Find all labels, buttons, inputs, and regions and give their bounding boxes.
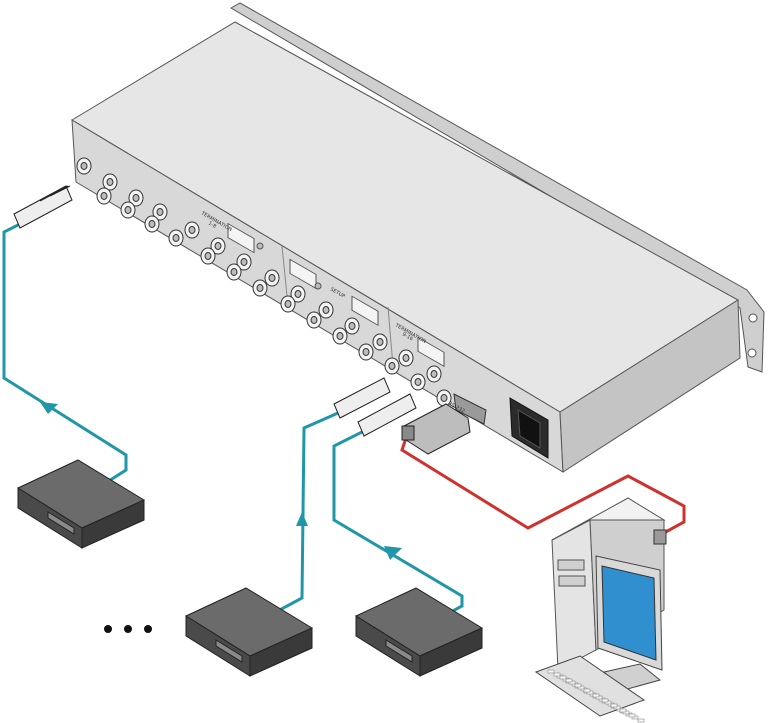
bnc-plug-input-1 [13, 185, 73, 229]
bnc-connector-icon[interactable] [384, 357, 400, 375]
dip-switch-icon [289, 258, 317, 290]
bnc-connector-icon[interactable] [128, 189, 144, 207]
bnc-connector-icon[interactable] [358, 343, 374, 361]
bnc-connector-icon [333, 377, 391, 419]
bnc-connector-array [76, 157, 452, 407]
panel-divider [387, 306, 394, 367]
bnc-connector-icon[interactable] [168, 229, 184, 247]
bnc-connector-icon [13, 185, 73, 229]
cable-input-1 [2, 222, 128, 486]
bnc-plug-output [357, 393, 417, 437]
video-cables [2, 222, 464, 620]
db9-plug [401, 403, 471, 455]
bnc-connector-icon[interactable] [252, 279, 268, 297]
cable-output [332, 430, 464, 620]
pc-serial-port [653, 529, 667, 545]
bnc-connector-icon[interactable] [236, 253, 252, 271]
cable-input-n [275, 411, 339, 614]
pc-tower-front [551, 519, 597, 671]
rack-ear-hole [747, 348, 757, 358]
bnc-connector-icon[interactable] [210, 237, 226, 255]
bnc-connector-icon[interactable] [226, 263, 242, 281]
flow-arrow-icon [296, 512, 308, 526]
bnc-connector-icon[interactable] [344, 317, 360, 335]
db9-connector-icon [453, 393, 487, 425]
ellipsis-icon [104, 625, 152, 633]
dip-switch-block-setup[interactable]: SETUP [289, 258, 379, 327]
led-indicator [314, 282, 322, 290]
rack-ear-rear [229, 2, 765, 373]
pc-drive-bay [557, 559, 585, 571]
bnc-connector-icon[interactable] [280, 295, 296, 313]
bnc-connector-icon [357, 393, 417, 437]
flow-arrow-icon [384, 546, 402, 560]
dip-switch-icon [227, 222, 255, 254]
bnc-connector-icon[interactable] [426, 365, 442, 383]
flow-arrows [40, 402, 402, 560]
bnc-connector-icon[interactable] [76, 157, 92, 175]
bnc-connector-icon[interactable] [398, 349, 414, 367]
video-destination[interactable] [354, 587, 484, 677]
power-socket[interactable] [509, 397, 549, 459]
bnc-connector-icon[interactable] [410, 373, 426, 391]
power-socket-inner [517, 409, 541, 449]
pc-drive-bay [558, 575, 586, 587]
keyboard-keys [547, 669, 645, 723]
bnc-connector-icon[interactable] [290, 285, 306, 303]
termination-b-sublabel: 9-16 [401, 332, 414, 343]
bnc-connector-icon[interactable] [200, 247, 216, 265]
bnc-connector-icon[interactable] [144, 215, 160, 233]
bnc-connector-icon[interactable] [96, 187, 112, 205]
bnc-connector-icon[interactable] [372, 333, 388, 351]
termination-a-sublabel: 1-8 [207, 221, 217, 230]
dip-switch-icon [417, 336, 445, 368]
bnc-connector-icon[interactable] [264, 269, 280, 287]
monitor-screen [601, 565, 657, 661]
bnc-connector-icon[interactable] [152, 203, 168, 221]
pc-computer[interactable] [534, 497, 667, 723]
chassis-side [559, 299, 741, 473]
bnc-plug-input-n [333, 377, 391, 419]
dip-switch-icon [351, 295, 379, 327]
flow-arrow-icon [40, 402, 58, 414]
rack-ear-hole [748, 313, 758, 323]
video-source-1[interactable] [16, 459, 146, 549]
cable-rs232 [400, 431, 686, 536]
video-source-n[interactable] [184, 587, 314, 677]
bnc-connector-icon[interactable] [102, 173, 118, 191]
led-indicator [256, 242, 264, 250]
bnc-connector-icon[interactable] [332, 327, 348, 345]
bnc-connector-icon[interactable] [120, 201, 136, 219]
bnc-connector-icon[interactable] [306, 311, 322, 329]
keyboard [534, 655, 646, 717]
bnc-connector-icon[interactable] [318, 301, 334, 319]
bnc-connector-icon[interactable] [184, 221, 200, 239]
matrix-switcher-chassis [71, 2, 765, 473]
